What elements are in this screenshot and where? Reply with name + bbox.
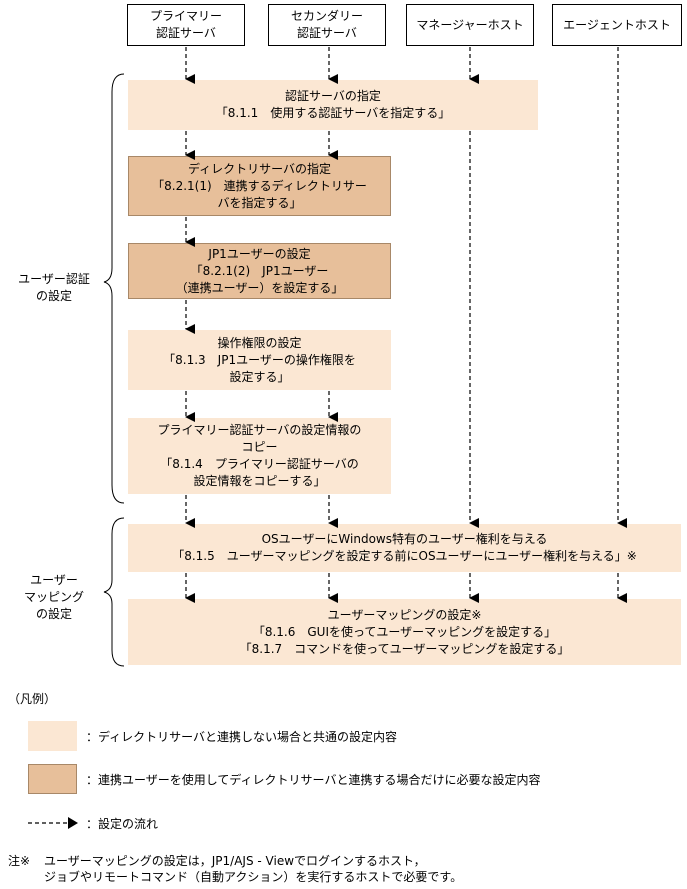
legend-label-flow: ：設定の流れ xyxy=(86,817,159,831)
step-jp1-user-setting: JP1ユーザーの設定 「8.2.1(2) JP1ユーザー （連携ユーザー）を設定… xyxy=(128,243,391,299)
column-header-agent-host: エージェントホスト xyxy=(552,4,682,46)
legend-flow-arrowhead xyxy=(68,817,78,829)
legend-heading: （凡例） xyxy=(8,692,57,706)
legend-label-light: ：ディレクトリサーバと連携しない場合と共通の設定内容 xyxy=(86,730,398,744)
step-user-mapping: ユーザーマッピングの設定※ 「8.1.6 GUIを使ってユーザーマッピングを設定… xyxy=(128,599,681,665)
step-reference: 「8.1.6 GUIを使ってユーザーマッピングを設定する」 xyxy=(252,624,557,639)
group-label-line: の設定 xyxy=(35,607,72,621)
note-text-line1: ユーザーマッピングの設定は，JP1/AJS - Viewでログインするホスト， xyxy=(44,854,426,868)
column-header-line: 認証サーバ xyxy=(297,26,357,40)
step-reference: 「8.1.7 コマンドを使ってユーザーマッピングを設定する」 xyxy=(239,641,570,656)
group-label-user-auth: ユーザー認証 の設定 xyxy=(8,271,100,305)
step-reference: 「8.2.1(1) 連携するディレクトリサー xyxy=(152,178,367,193)
step-title: ユーザーマッピングの設定※ xyxy=(327,607,482,622)
step-reference: 設定情報をコピーする」 xyxy=(193,474,326,488)
step-title: ディレクトリサーバの指定 xyxy=(187,161,332,176)
step-operation-permission: 操作権限の設定 「8.1.3 JP1ユーザーの操作権限を 設定する」 xyxy=(128,330,391,390)
step-reference: （連携ユーザー）を設定する」 xyxy=(175,280,344,295)
column-header-line: プライマリー xyxy=(149,9,222,23)
step-title: プライマリー認証サーバの設定情報の xyxy=(157,423,362,437)
step-reference: バを指定する」 xyxy=(217,195,302,210)
brace-user-auth xyxy=(103,73,125,504)
legend-label-dark: ：連携ユーザーを使用してディレクトリサーバと連携する場合だけに必要な設定内容 xyxy=(86,773,541,787)
column-header-secondary-auth-server: セカンダリー 認証サーバ xyxy=(268,4,386,46)
column-header-primary-auth-server: プライマリー 認証サーバ xyxy=(127,4,245,46)
column-header-line: エージェントホスト xyxy=(563,17,671,32)
column-header-line: マネージャーホスト xyxy=(416,17,524,32)
column-header-manager-host: マネージャーホスト xyxy=(406,4,534,46)
group-label-user-mapping: ユーザー マッピング の設定 xyxy=(8,572,100,623)
step-reference: 「8.1.5 ユーザーマッピングを設定する前にOSユーザーにユーザー権利を与える… xyxy=(172,549,637,563)
step-reference: 「8.1.4 プライマリー認証サーバの xyxy=(160,457,359,471)
brace-user-mapping xyxy=(103,517,125,667)
step-reference: 「8.2.1(2) JP1ユーザー xyxy=(190,263,329,278)
group-label-line: の設定 xyxy=(35,289,72,303)
note-mark: 注※ xyxy=(8,854,31,868)
step-auth-server-spec: 認証サーバの指定 「8.1.1 使用する認証サーバを指定する」 xyxy=(128,80,538,130)
step-grant-user-rights: OSユーザーにWindows特有のユーザー権利を与える 「8.1.5 ユーザーマ… xyxy=(128,524,681,572)
step-title: コピー xyxy=(241,440,278,454)
step-title: JP1ユーザーの設定 xyxy=(208,246,311,261)
column-header-line: 認証サーバ xyxy=(156,26,216,40)
group-label-line: ユーザー認証 xyxy=(18,272,90,286)
step-reference: 設定する」 xyxy=(229,369,290,384)
step-reference: 「8.1.3 JP1ユーザーの操作権限を xyxy=(163,352,356,367)
step-title: 操作権限の設定 xyxy=(217,335,302,350)
group-label-line: ユーザー xyxy=(30,573,78,587)
note-text-line2: ジョブやリモートコマンド（自動アクション）を実行するホストで必要です。 xyxy=(44,870,463,884)
step-directory-server-spec: ディレクトリサーバの指定 「8.2.1(1) 連携するディレクトリサー バを指定… xyxy=(128,156,391,216)
group-label-line: マッピング xyxy=(23,590,84,604)
step-reference: 「8.1.1 使用する認証サーバを指定する」 xyxy=(215,106,451,120)
step-title: OSユーザーにWindows特有のユーザー権利を与える xyxy=(261,532,548,546)
step-title: 認証サーバの指定 xyxy=(285,89,381,103)
legend-swatch-dark xyxy=(28,764,77,794)
column-header-line: セカンダリー xyxy=(290,9,363,23)
step-copy-settings: プライマリー認証サーバの設定情報の コピー 「8.1.4 プライマリー認証サーバ… xyxy=(128,418,391,494)
legend-swatch-light xyxy=(28,721,77,751)
